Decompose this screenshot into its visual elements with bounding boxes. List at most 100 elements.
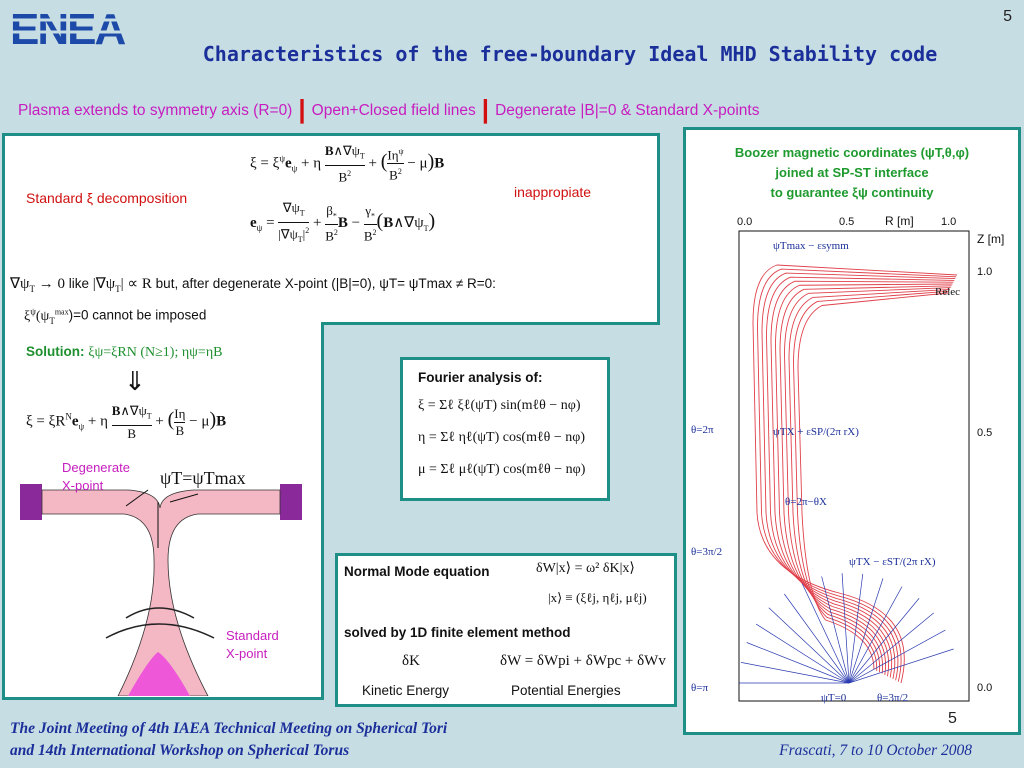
theta-3pi2-label: θ=3π/2 <box>691 546 722 558</box>
flux-surface-curves <box>752 264 958 684</box>
boozer-line-1: Boozer magnetic coordinates (ψT,θ,φ) <box>734 145 970 160</box>
theta-2pi-minus-label: θ=2π−θX <box>785 496 827 508</box>
flux-surface-line <box>775 283 953 677</box>
x-tick-1: 0.5 <box>839 216 854 228</box>
x-tick-2: 1.0 <box>941 216 956 228</box>
theta-ray-line <box>755 623 850 684</box>
psi-max-label: ψT=ψTmax <box>160 468 246 488</box>
theta-ray-line <box>848 598 920 684</box>
footer-location: Frascati, 7 to 10 October 2008 <box>779 742 972 759</box>
theta-2pi-label: θ=2π <box>691 424 714 436</box>
standard-label: Standard <box>226 628 279 643</box>
footer-line-2: and 14th International Workshop on Spher… <box>10 742 350 759</box>
theta-ray-line <box>848 629 946 684</box>
boozer-coordinates-plot: 0.0 0.5 1.0 R [m] Z [m] 1.0 0.5 0.0 θ=2π… <box>689 213 1015 728</box>
theta-ray-line <box>848 578 884 684</box>
enea-logo: ENEA <box>8 6 148 50</box>
boozer-line-3: to guarantee ξψ continuity <box>770 185 934 200</box>
down-arrow: ⇓ <box>124 366 146 396</box>
psi-st-label: ψTX − εST/(2π rX) <box>849 556 936 568</box>
potential-equation: δW = δWpi + δWpc + δWv <box>500 653 666 669</box>
boozer-description: Boozer magnetic coordinates (ψT,θ,φ) joi… <box>692 143 1012 203</box>
degenerate-label-2: X-point <box>62 478 104 493</box>
fourier-eq-mu: μ = Σℓ μℓ(ψT) cos(mℓθ − nφ) <box>418 462 586 477</box>
x-point-diagram: ψT=ψTmax Degenerate X-point Standard X-p… <box>8 460 314 696</box>
subtitle-item-1: Plasma extends to symmetry axis (R=0) <box>18 102 293 119</box>
like-line: ∇ψT → 0 like |∇ψT| ∝ R but, after degene… <box>10 276 496 294</box>
flux-surface-line <box>770 280 954 678</box>
solution-equation: ξψ=ξRN (N≥1); ηψ=ηB <box>88 345 223 360</box>
y-tick-1: 0.5 <box>977 427 992 439</box>
finite-element-text: solved by 1D finite element method <box>344 625 571 640</box>
panel-join <box>5 319 321 327</box>
standard-x-point-region <box>128 652 190 696</box>
flux-surface-line <box>797 292 949 670</box>
subtitle-item-2: Open+Closed field lines <box>311 102 476 119</box>
footer-line-1: The Joint Meeting of 4th IAEA Technical … <box>10 720 448 737</box>
x-axis-label: R [m] <box>885 214 914 228</box>
psi-zero-label: ψT=0 <box>821 692 847 704</box>
psi-sp-label: ψTX + εSP/(2π rX) <box>773 426 859 438</box>
after-degenerate-text: but, after degenerate X-point (|B|=0), ψ… <box>155 276 496 291</box>
r-elec-label: Relec <box>935 286 960 298</box>
page-number: 5 <box>1003 8 1012 25</box>
state-vector-eq: |x⟩ ≡ (ξℓj, ηℓj, μℓj) <box>548 590 647 605</box>
theta-ray-line <box>821 576 850 684</box>
subtitle-separator: | <box>298 94 306 124</box>
theta-ray-line <box>784 593 850 684</box>
standard-decomposition-label: Standard ξ decomposition <box>26 190 188 206</box>
normal-mode-eq: δW|x⟩ = ω² δK|x⟩ <box>536 561 635 576</box>
fourier-eq-xi: ξ = Σℓ ξℓ(ψT) sin(mℓθ − nφ) <box>418 398 581 413</box>
kinetic-energy-label: Kinetic Energy <box>362 683 450 698</box>
imposed-line: ξψ(ψTmax)=0 cannot be imposed <box>24 306 207 326</box>
theta-ray-line <box>848 586 903 684</box>
flux-surface-line <box>766 276 955 680</box>
coil-left <box>20 484 42 520</box>
standard-label-2: X-point <box>226 646 268 661</box>
theta-pi-label: θ=π <box>691 682 708 694</box>
kinetic-symbol: δK <box>402 653 420 669</box>
subtitle-separator: | <box>481 94 490 124</box>
coil-right <box>280 484 302 520</box>
page-title: Characteristics of the free-boundary Ide… <box>202 42 938 66</box>
theta-rays <box>739 573 954 684</box>
plasma-region <box>41 489 281 696</box>
psi-symm-label: ψTmax − εsymm <box>773 240 849 252</box>
flux-surface-line <box>761 272 956 681</box>
flux-surface-line <box>784 287 951 674</box>
y-tick-2: 0.0 <box>977 682 992 694</box>
like-word: like <box>68 276 89 291</box>
theta-ray-line <box>801 583 850 684</box>
plot-frame <box>738 230 970 702</box>
flux-surface-line <box>757 268 957 682</box>
theta-ray-line <box>848 648 954 684</box>
theta-ray-line <box>740 662 850 684</box>
potential-energies-label: Potential Energies <box>511 683 621 698</box>
flux-surface-line <box>779 285 952 675</box>
theta-ray-line <box>746 642 850 684</box>
imposed-text: )=0 cannot be imposed <box>68 307 207 323</box>
flux-surface-line <box>788 288 950 673</box>
footer-meeting: The Joint Meeting of 4th IAEA Technical … <box>10 718 447 762</box>
x-tick-0: 0.0 <box>737 216 752 228</box>
normal-mode-panel <box>335 553 677 707</box>
degenerate-label: Degenerate <box>62 460 130 475</box>
y-tick-0: 1.0 <box>977 266 992 278</box>
svg-text:ENEA: ENEA <box>10 6 125 50</box>
inappropriate-label: inappropiate <box>514 184 592 200</box>
boozer-line-2: joined at SP-ST interface <box>775 165 929 180</box>
theta-ray-line <box>848 612 934 684</box>
normal-mode-heading: Normal Mode equation <box>344 564 490 579</box>
slide-number: 5 <box>948 710 957 727</box>
fourier-heading: Fourier analysis of: <box>418 370 543 385</box>
subtitle: Plasma extends to symmetry axis (R=0) | Op… <box>18 94 1018 125</box>
subtitle-item-3: Degenerate |B|=0 & Standard X-points <box>495 102 760 119</box>
theta-ray-line <box>841 573 850 684</box>
y-axis-label: Z [m] <box>977 232 1004 246</box>
flux-surface-line <box>793 290 949 671</box>
fourier-panel <box>400 357 610 501</box>
fourier-eq-eta: η = Σℓ ηℓ(ψT) cos(mℓθ − nφ) <box>418 430 586 445</box>
